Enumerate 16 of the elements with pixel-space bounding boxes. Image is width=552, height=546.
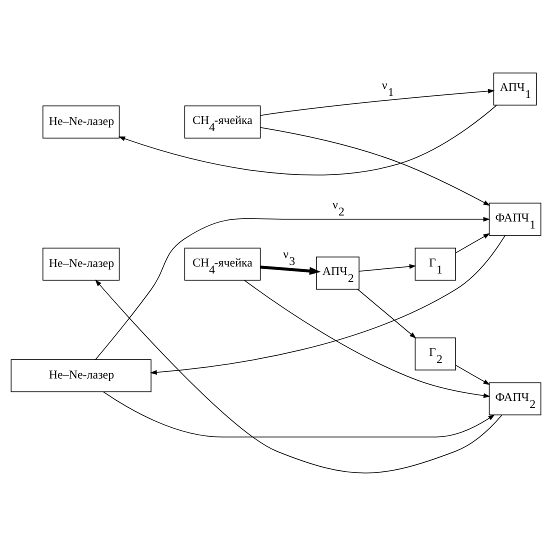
arrow (118, 104, 497, 176)
arrow (260, 266, 321, 275)
node-box: He–Ne-лазер (42, 106, 120, 138)
arrow (455, 233, 490, 254)
node-box: He–Ne-лазер (10, 359, 152, 392)
arrow (102, 391, 495, 438)
arrow (150, 235, 506, 375)
arrow (357, 288, 416, 339)
arrow (358, 264, 416, 272)
arrow (244, 280, 490, 398)
arrow (455, 364, 490, 385)
node-box: He–Ne-лазер (42, 248, 120, 281)
arrow (95, 216, 490, 360)
arrow (260, 88, 495, 116)
arrow (260, 127, 490, 206)
arrow (95, 280, 502, 474)
